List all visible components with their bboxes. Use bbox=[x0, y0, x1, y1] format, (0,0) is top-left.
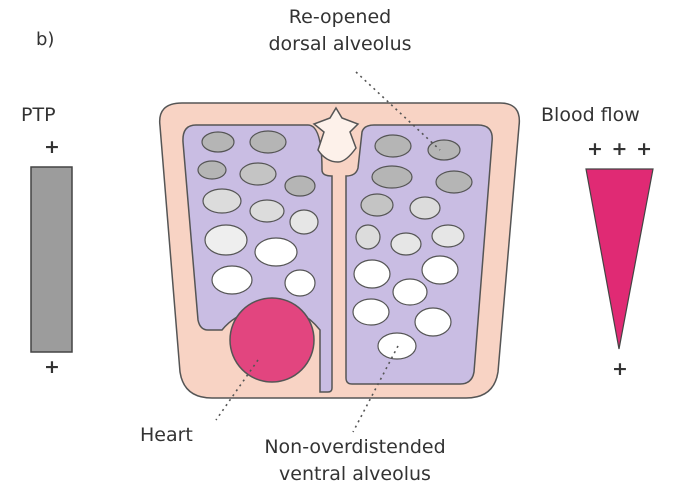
ventral-label-line2: ventral alveolus bbox=[230, 464, 480, 486]
ventral-alveolus bbox=[422, 256, 458, 284]
middle-alveolus bbox=[410, 197, 440, 219]
dorsal-alveolus bbox=[285, 176, 315, 196]
ptp-top-sign: + bbox=[30, 137, 74, 159]
panel-label: b) bbox=[36, 30, 54, 51]
ventral-alveolus bbox=[285, 270, 315, 296]
blood-flow-bottom-sign: + bbox=[598, 359, 642, 381]
middle-alveolus bbox=[432, 225, 464, 247]
ventral-alveolus bbox=[353, 299, 389, 325]
dorsal-alveolus bbox=[202, 132, 234, 152]
blood-flow-top-sign: + + + bbox=[572, 139, 668, 161]
heart bbox=[230, 298, 314, 382]
ptp-bar bbox=[31, 167, 72, 352]
ventral-alveolus bbox=[255, 238, 297, 266]
reopened-label-line2: dorsal alveolus bbox=[230, 34, 450, 56]
blood-flow-wedge bbox=[586, 169, 653, 349]
middle-alveolus bbox=[356, 225, 380, 249]
dorsal-alveolus bbox=[372, 166, 412, 188]
ptp-bottom-sign: + bbox=[30, 357, 74, 379]
dorsal-alveolus bbox=[436, 171, 472, 193]
ventral-alveolus bbox=[393, 279, 427, 305]
ventral-alveolus bbox=[415, 308, 451, 336]
dorsal-alveolus bbox=[375, 135, 411, 157]
ventral-alveolus bbox=[212, 266, 252, 294]
dorsal-alveolus bbox=[198, 161, 226, 179]
ventral-label-line1: Non-overdistended bbox=[230, 437, 480, 459]
middle-alveolus bbox=[205, 225, 247, 255]
middle-alveolus bbox=[391, 233, 421, 255]
right-lung bbox=[346, 125, 492, 384]
ptp-label: PTP bbox=[21, 105, 56, 127]
middle-alveolus bbox=[250, 200, 284, 222]
middle-alveolus bbox=[290, 210, 318, 234]
middle-alveolus bbox=[203, 189, 241, 213]
heart-label: Heart bbox=[140, 425, 193, 447]
dorsal-alveolus bbox=[361, 194, 393, 216]
ventral-alveolus bbox=[354, 260, 390, 288]
ventral-alveolus bbox=[378, 333, 416, 359]
blood-flow-label: Blood flow bbox=[541, 105, 640, 127]
dorsal-alveolus bbox=[428, 140, 460, 160]
dorsal-alveolus bbox=[250, 131, 286, 153]
dorsal-alveolus bbox=[240, 163, 276, 185]
reopened-label-line1: Re-opened bbox=[230, 7, 450, 29]
